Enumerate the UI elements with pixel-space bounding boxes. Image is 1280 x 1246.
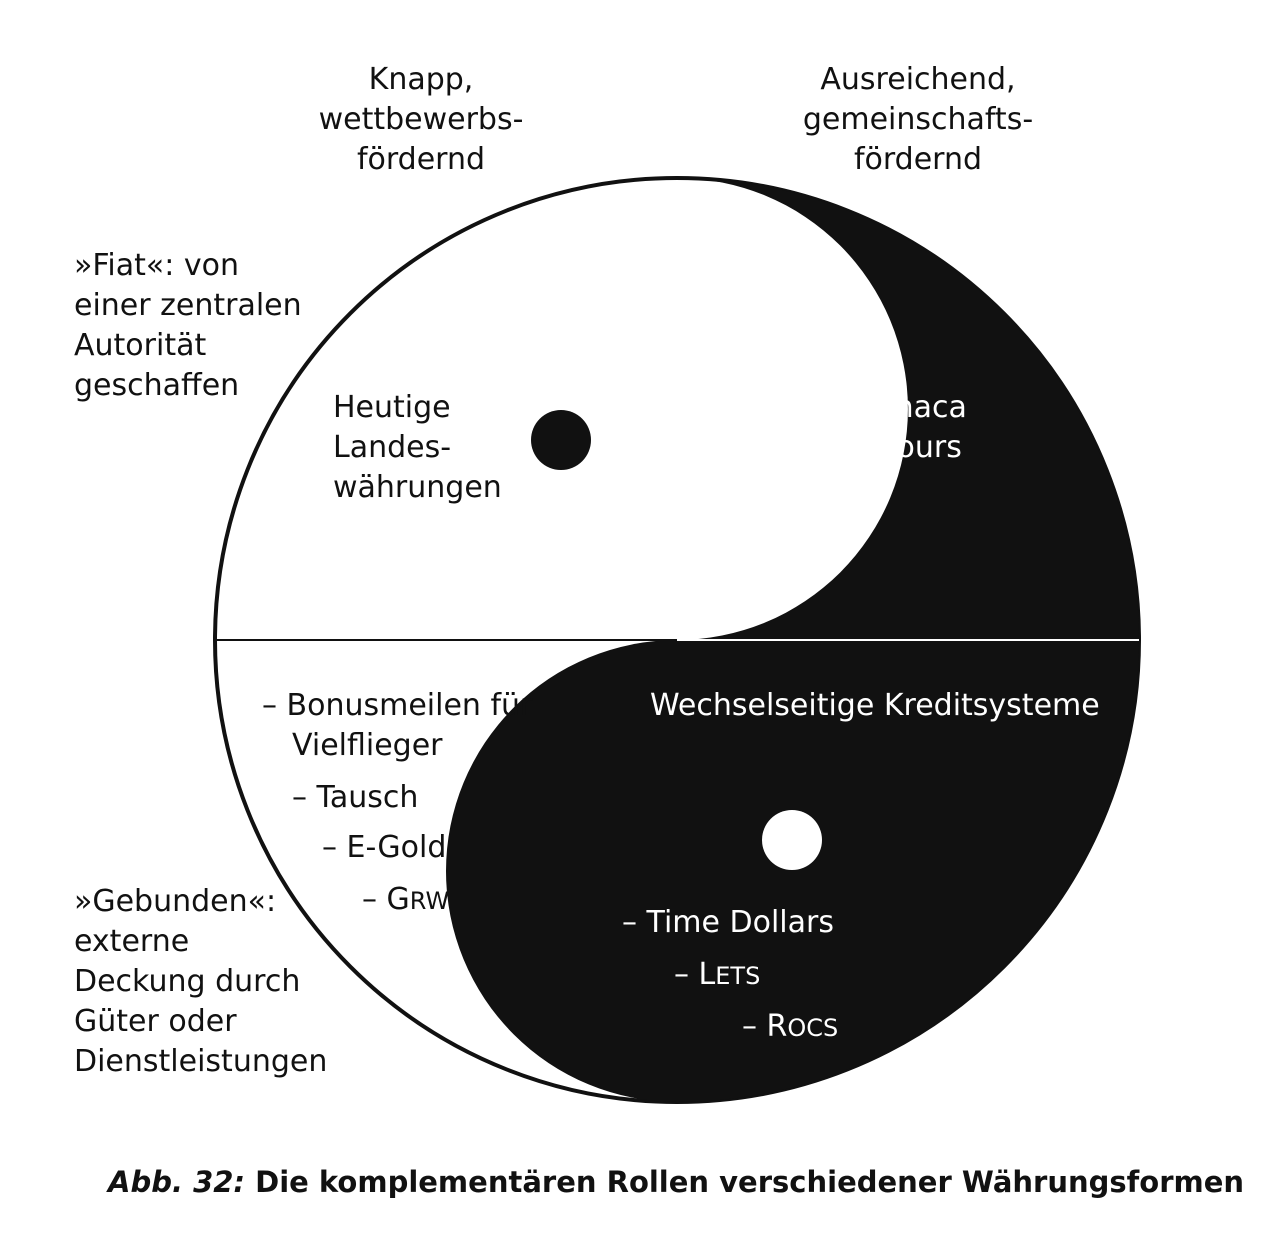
- label-line: Hours: [874, 430, 962, 465]
- label-national-currencies: Heutige Landes- währungen: [333, 388, 502, 508]
- label-line: fördernd: [356, 142, 486, 177]
- label-line: Güter oder: [74, 1004, 237, 1039]
- label-line: – R: [742, 1009, 788, 1044]
- label-line: währungen: [333, 470, 502, 505]
- label-line: – Tausch: [292, 780, 419, 815]
- label-line: einer zentralen: [74, 288, 302, 323]
- figure-caption: Abb. 32: Die komplementären Rollen versc…: [108, 1162, 1244, 1202]
- label-line: »Fiat«: von: [74, 248, 240, 283]
- list-item-rocs: – ROCS: [742, 1007, 838, 1048]
- label-line: – G: [362, 882, 410, 917]
- label-line: externe: [74, 924, 190, 959]
- label-line: RW: [409, 887, 450, 915]
- label-fiat: »Fiat«: von einer zentralen Autorität ge…: [74, 246, 302, 406]
- label-line: geschaffen: [74, 368, 240, 403]
- label-line: Dienstleistungen: [74, 1044, 328, 1079]
- list-item-bonus-miles: – Bonusmeilen für Vielflieger: [262, 686, 532, 766]
- list-item-time-dollars: – Time Dollars: [622, 903, 834, 943]
- label-line: fördernd: [853, 142, 983, 177]
- list-item-lets: – LETS: [674, 955, 760, 996]
- list-item-barter: – Tausch: [292, 778, 418, 818]
- label-backed: »Gebunden«: externe Deckung durch Güter …: [74, 882, 327, 1082]
- label-line: Autorität: [74, 328, 207, 363]
- label-line: OCS: [787, 1014, 839, 1042]
- label-line: Landes-: [333, 430, 452, 465]
- label-line: Ausreichend,: [820, 62, 1016, 97]
- label-line: Ithaca: [874, 390, 967, 425]
- label-line: gemeinschafts-: [802, 102, 1034, 137]
- label-line: Deckung durch: [74, 964, 301, 999]
- label-sufficient-community: Ausreichend, gemeinschafts- fördernd: [800, 60, 1036, 180]
- label-line: – E-Gold: [322, 830, 447, 865]
- label-line: Vielflieger: [292, 728, 443, 763]
- caption-text: Die komplementären Rollen verschiedener …: [255, 1165, 1245, 1199]
- label-line: – L: [674, 957, 716, 992]
- white-dot: [762, 810, 822, 870]
- label-line: ETS: [715, 962, 761, 990]
- label-ithaca-hours: Ithaca Hours: [874, 388, 967, 468]
- list-item-e-gold: – E-Gold: [322, 828, 446, 868]
- label-line: Heutige: [333, 390, 451, 425]
- label-line: wettbewerbs-: [318, 102, 524, 137]
- list-item-grw: – GRW: [362, 880, 449, 921]
- label-mutual-credit: Wechselseitige Kreditsysteme: [650, 686, 1100, 726]
- label-line: – Bonusmeilen für: [262, 688, 533, 723]
- figure-number: Abb. 32:: [108, 1165, 246, 1199]
- label-scarce-competitive: Knapp, wettbewerbs- fördernd: [316, 60, 526, 180]
- black-dot: [531, 410, 591, 470]
- label-line: Wechselseitige Kreditsysteme: [650, 688, 1100, 723]
- label-line: Knapp,: [368, 62, 474, 97]
- label-line: – Time Dollars: [622, 905, 834, 940]
- label-line: »Gebunden«:: [74, 884, 277, 919]
